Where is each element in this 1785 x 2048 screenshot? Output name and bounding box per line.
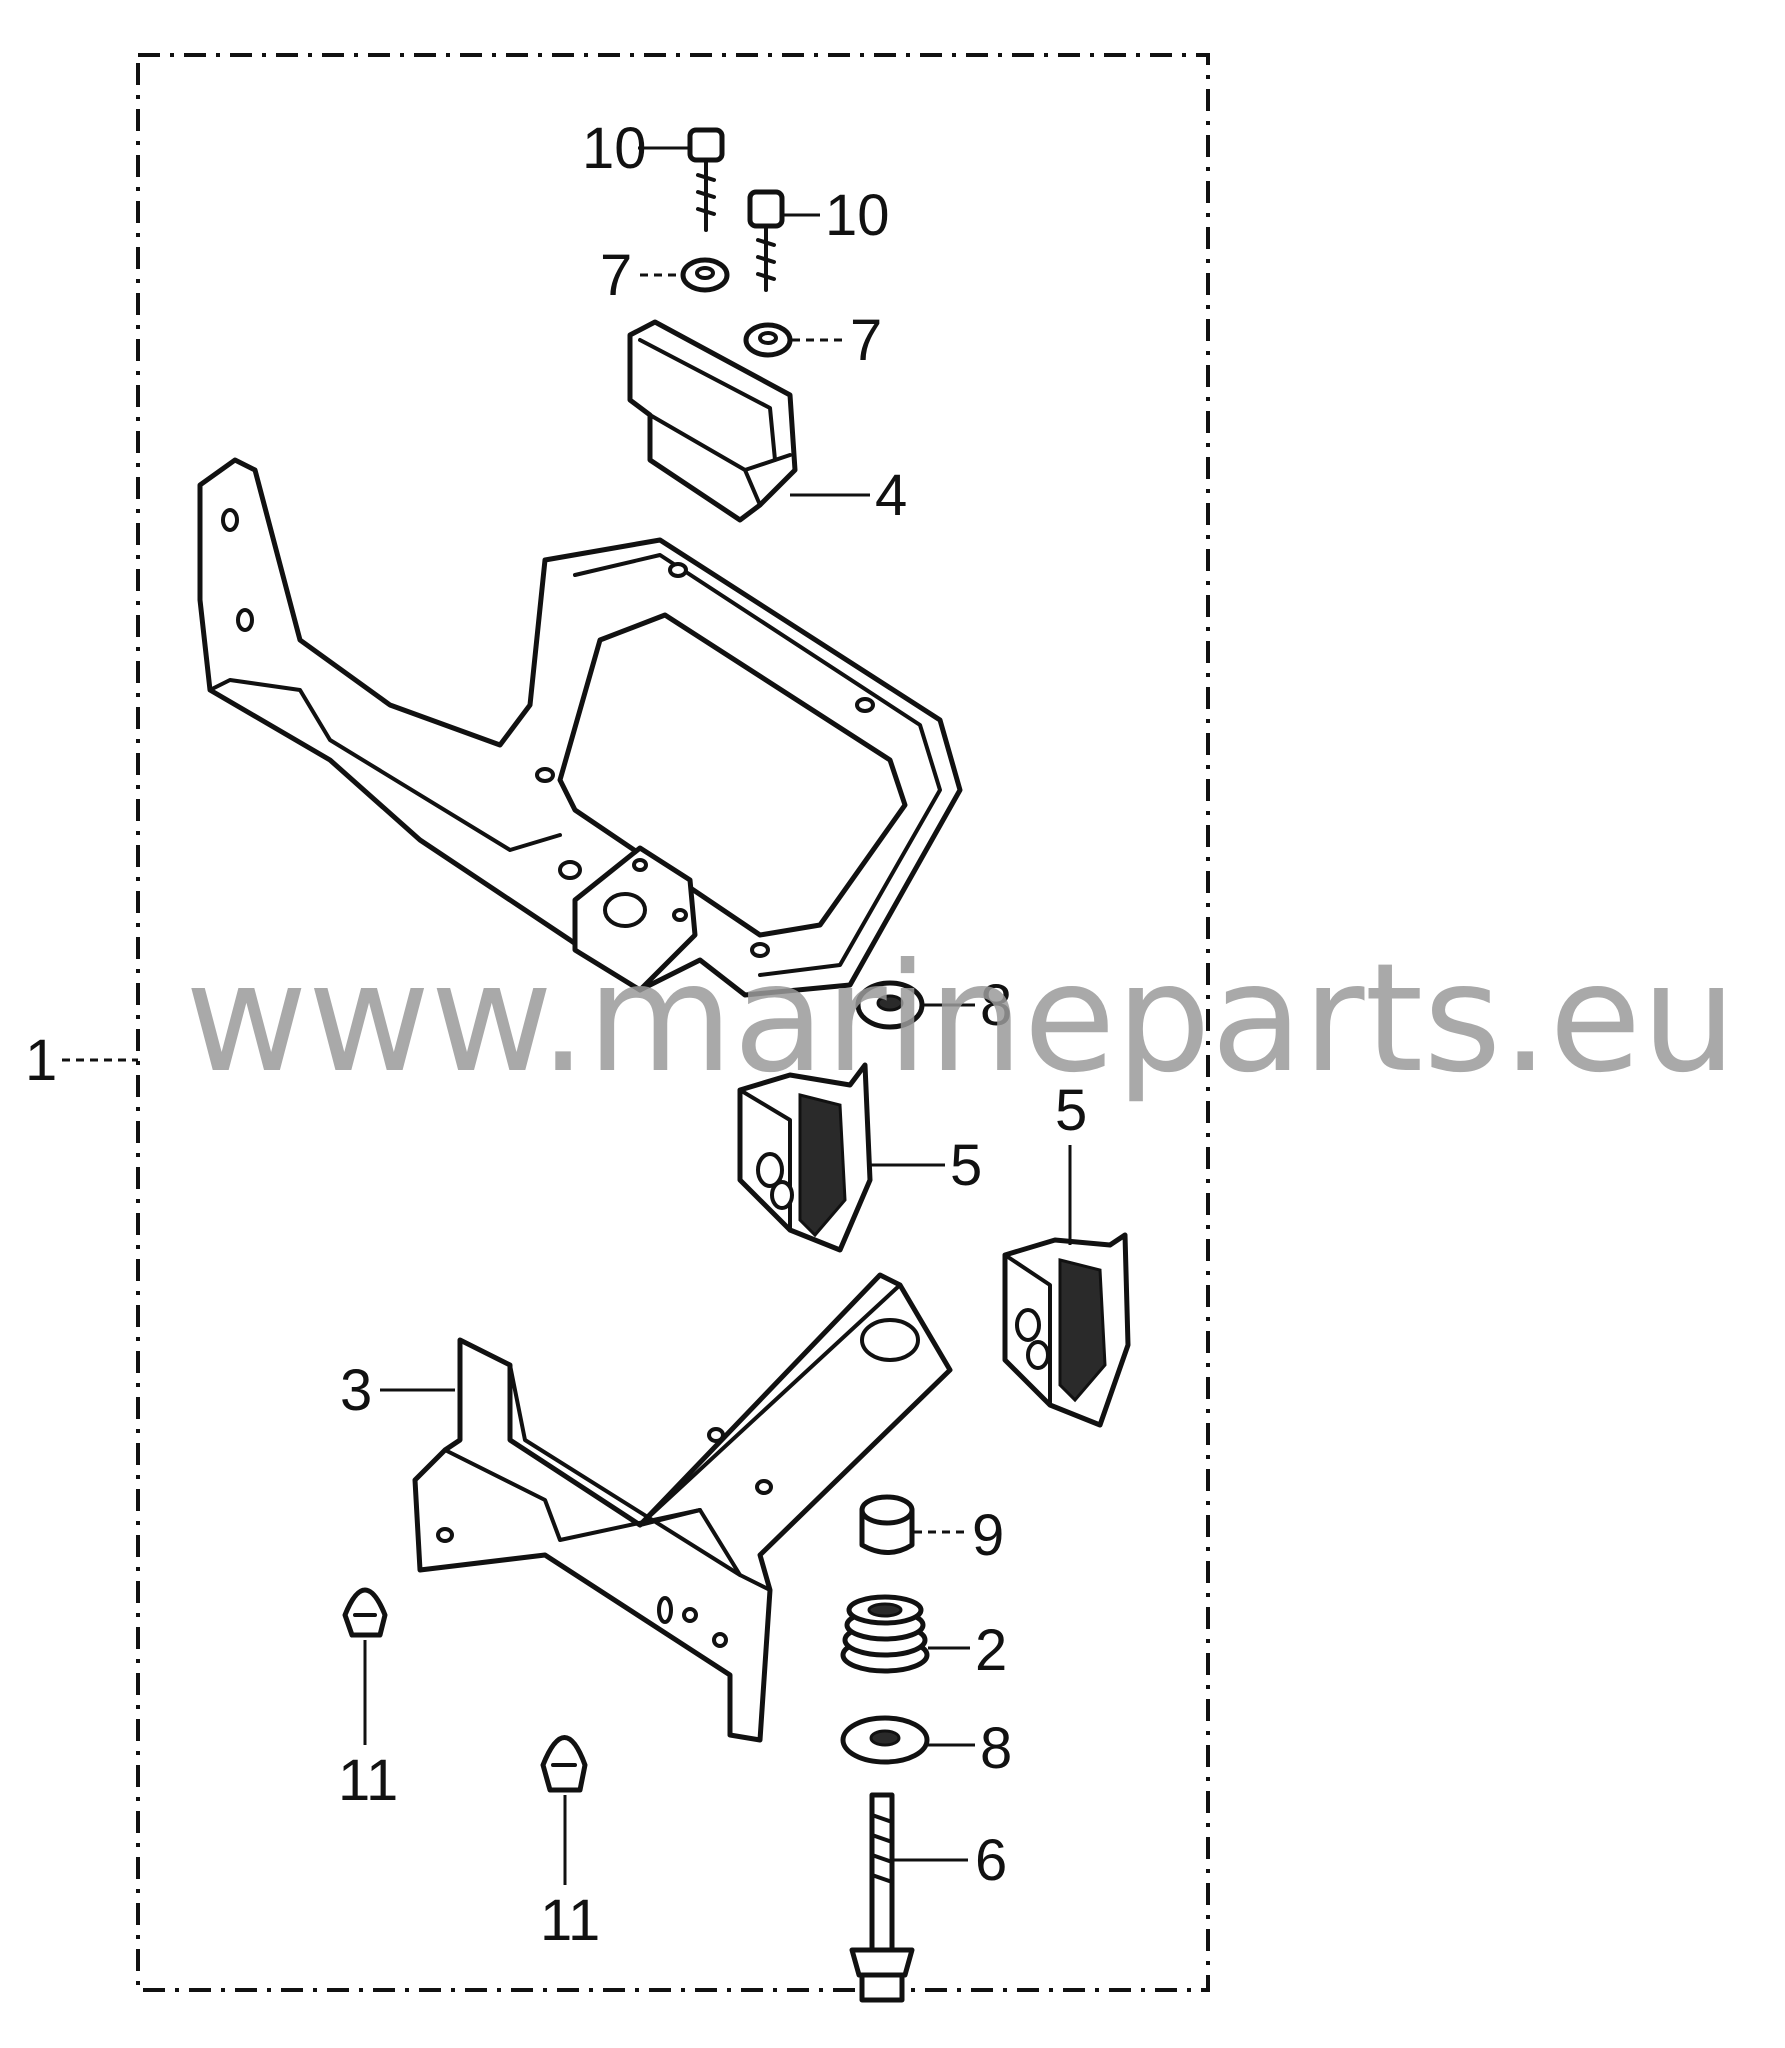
callout-8-lower: 8 bbox=[980, 1716, 1012, 1781]
cap-nut-11-left bbox=[342, 1587, 388, 1638]
callout-6: 6 bbox=[975, 1828, 1007, 1893]
callout-4: 4 bbox=[875, 463, 907, 528]
callout-5-center: 5 bbox=[950, 1133, 982, 1198]
rubber-mount-5-center bbox=[737, 1062, 873, 1253]
callout-1: 1 bbox=[25, 1028, 57, 1093]
callout-10-left: 10 bbox=[582, 116, 647, 181]
watermark-text: www.marineparts.eu bbox=[185, 932, 1737, 1106]
cap-nut-11-center bbox=[540, 1735, 588, 1793]
callout-7-right: 7 bbox=[850, 308, 882, 373]
mount-frame bbox=[197, 457, 963, 998]
bracket-4 bbox=[627, 319, 798, 523]
callout-5-right: 5 bbox=[1055, 1078, 1087, 1143]
callout-11-left: 11 bbox=[338, 1748, 398, 1813]
spring-2 bbox=[840, 1594, 930, 1674]
bracket-3 bbox=[412, 1272, 953, 1743]
washer-8-lower bbox=[840, 1715, 930, 1765]
callout-8-upper: 8 bbox=[980, 973, 1012, 1038]
collar-9 bbox=[859, 1494, 915, 1555]
callout-3: 3 bbox=[340, 1358, 372, 1423]
callout-7-left: 7 bbox=[600, 243, 632, 308]
bolt-10-right bbox=[747, 189, 785, 292]
nut-7-right bbox=[743, 322, 793, 358]
callout-2: 2 bbox=[975, 1618, 1007, 1683]
assembly-frame bbox=[136, 53, 1210, 1992]
bolt-6 bbox=[849, 1792, 915, 2003]
washer-8-upper bbox=[855, 980, 925, 1030]
callout-11-center: 11 bbox=[540, 1888, 600, 1953]
nut-7-left bbox=[680, 257, 730, 293]
bolt-10-left bbox=[687, 127, 725, 232]
rubber-mount-5-right bbox=[1002, 1232, 1131, 1428]
callout-10-right: 10 bbox=[825, 183, 890, 248]
callout-9: 9 bbox=[972, 1503, 1004, 1568]
